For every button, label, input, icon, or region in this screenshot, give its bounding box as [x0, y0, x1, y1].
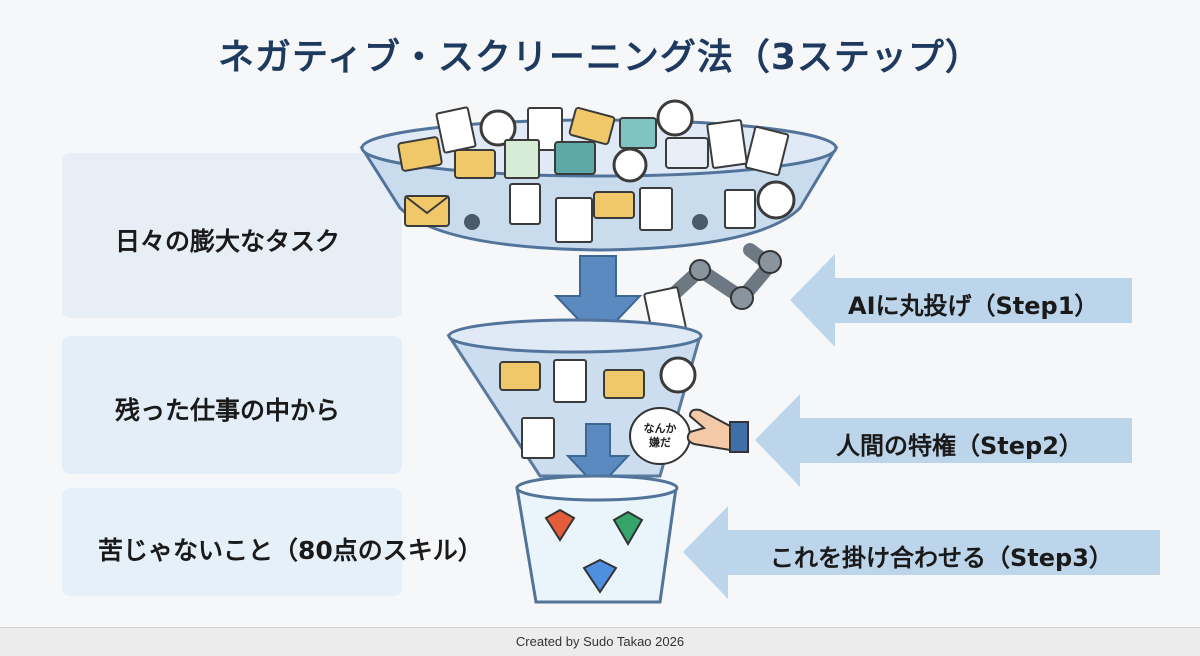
speech-bubble-line-1: なんか: [644, 422, 677, 435]
task-items: [397, 99, 796, 243]
stage-band-3: [62, 488, 402, 596]
down-arrow-1: [553, 255, 643, 342]
stage-band-2: [62, 336, 402, 474]
speech-bubble-line-2: 嫌だ: [648, 435, 671, 449]
step-label-1: AIに丸投げ（Step1）: [848, 292, 1099, 320]
funnel-diagram: なんか 嫌だ: [359, 99, 1160, 604]
step-arrow-1: [790, 254, 1132, 347]
speech-bubble: なんか 嫌だ: [629, 407, 691, 465]
footer: Created by Sudo Takao 2026: [0, 627, 1200, 656]
hand-icon: [686, 408, 749, 453]
step-arrow-2: [755, 394, 1132, 487]
ruby-icon: [544, 508, 576, 542]
stage-label-1: 日々の膨大なタスク: [115, 227, 341, 256]
down-arrow-2: [565, 423, 631, 490]
footer-credit: Created by Sudo Takao 2026: [515, 634, 685, 649]
step-arrow-3: [683, 506, 1160, 599]
emerald-icon: [612, 510, 644, 546]
stage-band-1: [62, 153, 402, 318]
page-title: ネガティブ・スクリーニング法（3ステップ）: [218, 37, 982, 78]
robot-arm: [643, 243, 782, 336]
stage-label-3: 苦じゃないこと（80点のスキル）: [98, 536, 483, 565]
sapphire-icon: [582, 558, 618, 594]
step-label-2: 人間の特権（Step2）: [836, 432, 1083, 460]
stage-label-2: 残った仕事の中から: [115, 396, 341, 425]
step-label-3: これを掛け合わせる（Step3）: [770, 544, 1113, 572]
gem-glass: [515, 474, 679, 604]
